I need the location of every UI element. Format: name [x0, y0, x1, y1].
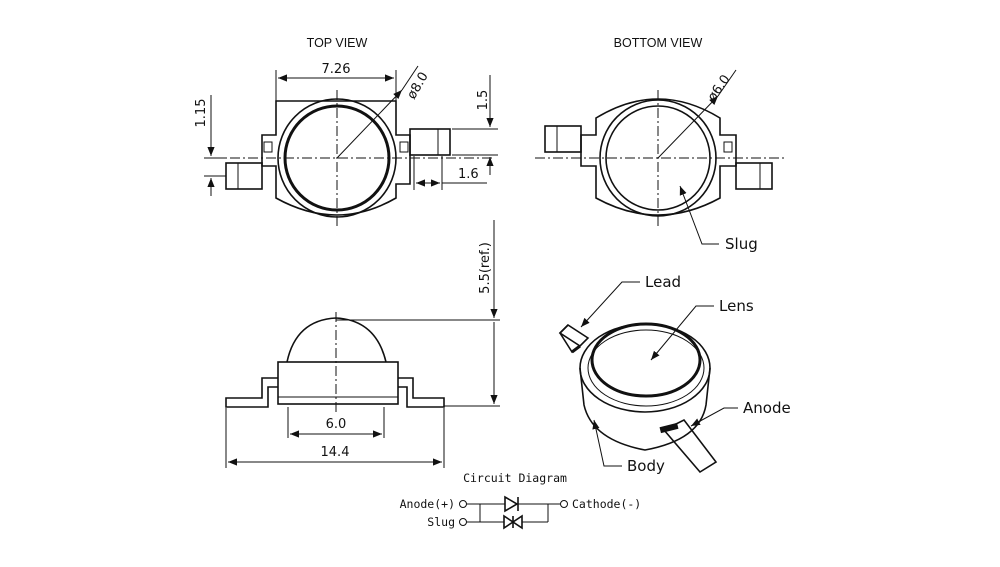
circuit-diagram: Circuit Diagram Anode(+) Slug Cathode(-) — [400, 471, 641, 530]
slug-diode-right — [511, 514, 523, 530]
bottom-left-lead — [544, 125, 582, 153]
dim-5-5-ref: 5.5(ref.) — [478, 242, 493, 294]
top-right-mark — [399, 141, 409, 153]
led-diode-symbol — [504, 495, 519, 513]
top-view-title: TOP VIEW — [307, 36, 368, 50]
iso-lens — [590, 322, 702, 398]
bottom-view-title: BOTTOM VIEW — [614, 36, 703, 50]
dim-dia-8: ø8.0 — [404, 70, 431, 102]
slug-diode-left — [503, 514, 515, 530]
label-body: Body — [627, 457, 665, 475]
side-view: 5.5(ref.) 6.0 14.4 — [225, 220, 500, 468]
side-right-lead — [398, 377, 445, 408]
dim-1-15: 1.15 — [194, 99, 209, 128]
dim-1-6: 1.6 — [458, 167, 479, 182]
top-right-lead — [409, 128, 451, 156]
dim-7-26: 7.26 — [322, 62, 351, 77]
side-body — [277, 361, 399, 405]
side-left-lead — [225, 377, 278, 408]
label-lens: Lens — [719, 297, 754, 315]
anode-terminal — [459, 500, 467, 508]
isometric-view: Lead Lens Anode Body — [558, 273, 791, 475]
top-body-outline — [261, 100, 411, 216]
slug-terminal — [459, 518, 467, 526]
bottom-right-lead — [735, 162, 773, 190]
dim-dia-6: ø6.0 — [705, 72, 734, 104]
dim-1-5: 1.5 — [476, 90, 491, 111]
circuit-title: Circuit Diagram — [463, 471, 567, 485]
circuit-cathode-label: Cathode(-) — [572, 497, 641, 511]
iso-top-outline — [579, 323, 711, 413]
cathode-terminal — [560, 500, 568, 508]
label-slug: Slug — [725, 235, 758, 253]
top-view: TOP VIEW 7.26 ø8.0 1.5 — [194, 36, 498, 228]
label-lead: Lead — [645, 273, 681, 291]
circuit-anode-label: Anode(+) — [400, 497, 455, 511]
circuit-slug-label: Slug — [427, 515, 455, 529]
dim-14-4: 14.4 — [321, 445, 350, 460]
bottom-view: BOTTOM VIEW ø6.0 Slug — [535, 36, 785, 253]
top-left-lead — [225, 162, 263, 190]
dim-6-0: 6.0 — [326, 417, 347, 432]
label-anode: Anode — [743, 399, 791, 417]
top-left-mark — [263, 141, 273, 153]
bottom-right-mark — [723, 141, 733, 153]
bottom-body-outline — [580, 98, 737, 216]
iso-anode-tab — [662, 418, 718, 474]
